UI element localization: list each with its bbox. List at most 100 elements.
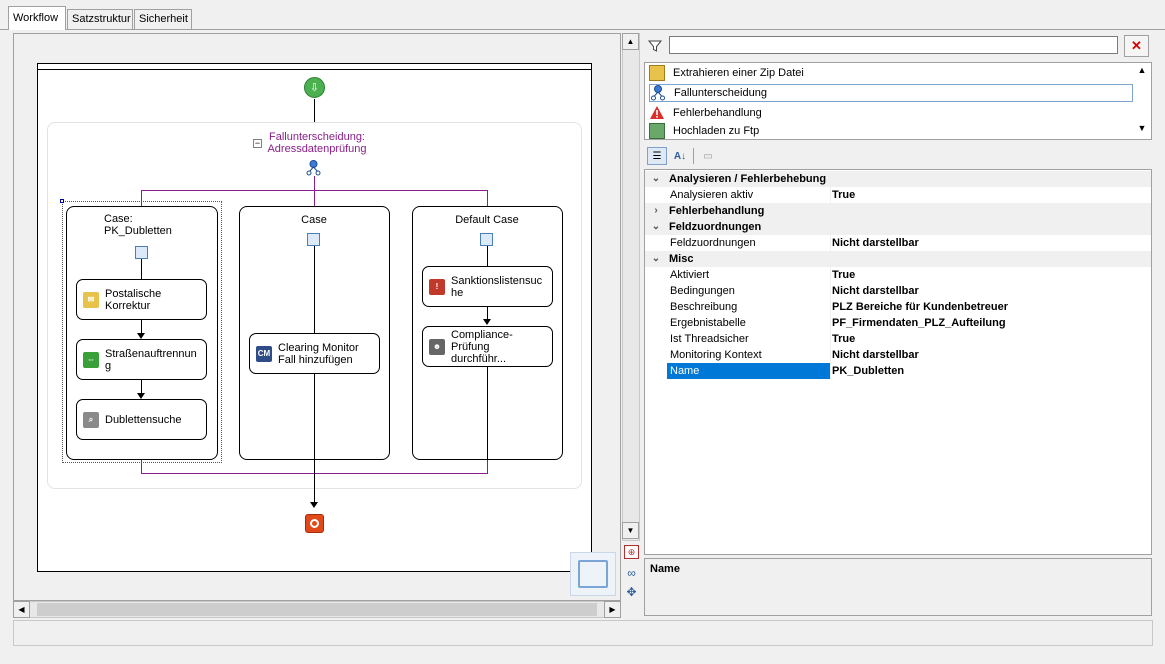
categorized-view-icon[interactable]: ☰ <box>647 147 667 165</box>
branch-icon <box>306 160 321 176</box>
filter-icon <box>647 38 663 54</box>
property-row[interactable]: Ergebnistabelle PF_Firmendaten_PLZ_Auftei… <box>645 315 1151 331</box>
tab-sicherheit[interactable]: Sicherheit <box>134 9 192 29</box>
connector <box>314 374 315 460</box>
database-search-icon: ⌕ <box>83 411 99 428</box>
end-node-icon[interactable] <box>305 514 324 533</box>
property-value[interactable]: Nicht darstellbar <box>832 285 919 297</box>
status-bar <box>13 620 1153 646</box>
case-label: Default Case <box>455 214 519 226</box>
connector <box>487 246 488 266</box>
alphabetical-sort-icon[interactable]: A↓ <box>673 150 687 162</box>
property-category[interactable]: ⌄ Analysieren / Fehlerbehebung <box>645 171 1151 187</box>
clear-icon: ✕ <box>1131 38 1142 53</box>
branch-line <box>141 190 142 206</box>
binoculars-icon[interactable]: ∞ <box>627 566 636 580</box>
collapse-chevron-icon[interactable]: ⌄ <box>651 221 661 232</box>
property-value[interactable]: PK_Dubletten <box>832 365 905 377</box>
scroll-right-button[interactable]: ▶ <box>604 601 621 618</box>
scroll-up-button[interactable]: ▲ <box>622 33 639 50</box>
activity-compliance-pruefung[interactable]: ☻ Compliance- Prüfung durchführ... <box>422 326 553 367</box>
tab-satzstruktur[interactable]: Satzstruktur <box>67 9 133 29</box>
scroll-thumb[interactable] <box>37 603 597 616</box>
activity-postalische-korrektur[interactable]: ✉ Postalische Korrektur <box>76 279 207 320</box>
zoom-icon[interactable]: ⊕ <box>624 545 639 559</box>
activity-list-item[interactable]: Extrahieren einer Zip Datei <box>649 64 1133 82</box>
activity-list-item-selected[interactable]: Fallunterscheidung <box>649 84 1133 102</box>
connector <box>141 259 142 279</box>
sequence-icon <box>480 233 493 246</box>
property-row[interactable]: Feldzuordnungen Nicht darstellbar <box>645 235 1151 251</box>
activity-dublettensuche[interactable]: ⌕ Dublettensuche <box>76 399 207 440</box>
property-value[interactable]: Nicht darstellbar <box>832 349 919 361</box>
category-label: Fehlerbehandlung <box>669 205 765 217</box>
branch-line <box>314 190 315 206</box>
property-row[interactable]: Aktiviert True <box>645 267 1151 283</box>
collapse-chevron-icon[interactable]: ⌄ <box>651 173 661 184</box>
activity-sanktionslistensuche[interactable]: ! Sanktionslistensuc he <box>422 266 553 307</box>
column-divider <box>830 187 831 203</box>
cm-icon: CM <box>256 345 272 362</box>
list-item-label: Fallunterscheidung <box>674 87 767 99</box>
activity-strassenauftrennung[interactable]: ⇔ Straßenauftrennun g <box>76 339 207 380</box>
property-value[interactable]: True <box>832 269 856 281</box>
activity-clearing-monitor[interactable]: CM Clearing Monitor Fall hinzufügen <box>249 333 380 374</box>
description-title: Name <box>650 563 680 575</box>
property-value[interactable]: Nicht darstellbar <box>832 237 919 249</box>
property-name: Monitoring Kontext <box>670 349 762 361</box>
collapse-icon[interactable]: − <box>253 138 262 148</box>
property-row[interactable]: Monitoring Kontext Nicht darstellbar <box>645 347 1151 363</box>
pan-icon[interactable]: ✥ <box>626 585 637 599</box>
start-node-icon[interactable]: ⇩ <box>304 77 325 98</box>
activity-list-item[interactable]: Fehlerbehandlung <box>649 104 1133 122</box>
warning-icon <box>649 105 665 121</box>
zip-icon <box>649 65 665 81</box>
case-label: Case <box>301 214 327 226</box>
branch-icon <box>650 85 666 101</box>
connector <box>141 320 142 334</box>
column-divider <box>830 363 831 379</box>
property-name: Aktiviert <box>670 269 710 281</box>
connector <box>141 380 142 394</box>
clear-filter-button[interactable]: ✕ <box>1124 35 1149 57</box>
selection-outline <box>62 201 222 463</box>
property-pages-icon[interactable]: ▭ <box>703 150 713 162</box>
fit-to-screen-icon[interactable] <box>570 552 616 596</box>
selection-handle[interactable] <box>60 199 64 203</box>
property-value[interactable]: True <box>832 189 856 201</box>
people-icon: ☻ <box>429 338 445 355</box>
category-label: Analysieren / Fehlerbehebung <box>669 173 827 185</box>
connector <box>314 460 315 504</box>
property-name: Feldzuordnungen <box>670 237 756 249</box>
tab-workflow[interactable]: Workflow <box>8 6 66 30</box>
property-category[interactable]: ⌄Feldzuordnungen <box>645 219 1151 235</box>
property-value[interactable]: PF_Firmendaten_PLZ_Aufteilung <box>832 317 1006 329</box>
property-category[interactable]: › Fehlerbehandlung <box>645 203 1151 219</box>
list-scroll-down-icon[interactable]: ▼ <box>1137 123 1147 133</box>
collapse-chevron-icon[interactable]: ⌄ <box>651 253 661 264</box>
scroll-down-button[interactable]: ▼ <box>622 522 639 539</box>
list-scroll-up-icon[interactable]: ▲ <box>1137 65 1147 75</box>
property-category[interactable]: ⌄Misc <box>645 251 1151 267</box>
activity-list-item[interactable]: Hochladen zu Ftp <box>649 123 1133 139</box>
column-divider <box>830 283 831 299</box>
vertical-scrollbar[interactable] <box>622 33 640 541</box>
expand-chevron-icon[interactable]: › <box>654 205 658 216</box>
list-item-label: Hochladen zu Ftp <box>673 125 760 137</box>
scroll-left-button[interactable]: ◀ <box>13 601 30 618</box>
property-value[interactable]: PLZ Bereiche für Kundenbetreuer <box>832 301 1009 313</box>
connector <box>487 307 488 320</box>
toolbar-separator <box>693 148 694 164</box>
property-value[interactable]: True <box>832 333 856 345</box>
group-title: Fallunterscheidung: Adressdatenprüfung <box>267 131 367 155</box>
connector <box>314 99 315 122</box>
activity-list[interactable]: Extrahieren einer Zip Datei Falluntersch… <box>644 62 1152 140</box>
activity-filter-input[interactable] <box>669 36 1118 54</box>
property-name: Ergebnistabelle <box>670 317 746 329</box>
